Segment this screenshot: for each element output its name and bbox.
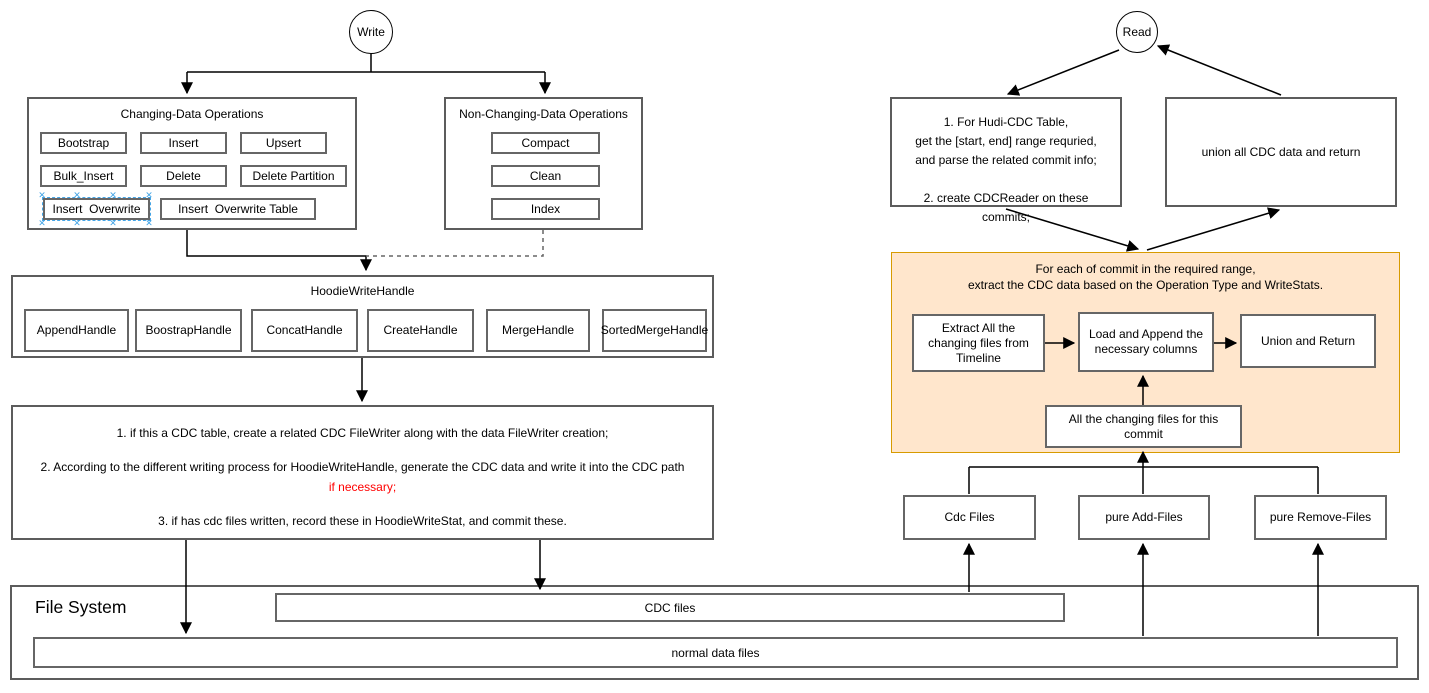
op-delete[interactable]: Delete <box>140 165 227 187</box>
changing-data-operations-title: Changing-Data Operations <box>120 107 264 121</box>
cdc-files-bar[interactable]: CDC files <box>275 593 1065 622</box>
changing-files-for-commit-box[interactable]: All the changing files for this commit <box>1045 405 1242 448</box>
read-entry-node[interactable]: Read <box>1116 11 1158 53</box>
per-commit-title-line1: For each of commit in the required range… <box>1035 262 1256 276</box>
op-insert-overwrite-table[interactable]: Insert Overwrite Table <box>160 198 316 220</box>
read-entry-label: Read <box>1122 25 1152 39</box>
per-commit-title-line2: extract the CDC data based on the Operat… <box>967 278 1324 292</box>
cdc-write-step-3: 3. if has cdc files written, record thes… <box>158 514 567 528</box>
read-plan-line: 2. create CDCReader on these <box>923 191 1089 205</box>
op-insert-overwrite-selected[interactable]: Insert Overwrite <box>42 197 151 221</box>
selection-handle-icon[interactable] <box>109 191 117 199</box>
op-delete-partition[interactable]: Delete Partition <box>240 165 347 187</box>
union-and-return-box[interactable]: Union and Return <box>1240 314 1376 368</box>
read-plan-line: and parse the related commit info; <box>915 153 1097 167</box>
pure-add-files-group-box[interactable]: pure Add-Files <box>1078 495 1210 540</box>
cdc-files-bar-label: CDC files <box>644 600 696 615</box>
read-to-plan-arrow <box>1006 49 1120 96</box>
read-plan-line: 1. For Hudi-CDC Table, <box>943 115 1069 129</box>
cdc-write-step-1: 1. if this a CDC table, create a related… <box>116 426 609 440</box>
op-clean[interactable]: Clean <box>491 165 600 187</box>
handle-create[interactable]: CreateHandle <box>367 309 474 352</box>
selection-handle-icon[interactable] <box>73 219 81 227</box>
selection-handle-icon[interactable] <box>145 219 153 227</box>
selection-handle-icon[interactable] <box>38 191 46 199</box>
read-plan-line: get the [start, end] range requried, <box>915 134 1097 148</box>
cdc-write-steps-box[interactable]: 1. if this a CDC table, create a related… <box>11 405 714 540</box>
handle-concat[interactable]: ConcatHandle <box>251 309 358 352</box>
selection-handle-icon[interactable] <box>38 219 46 227</box>
cdc-write-step-2-highlight: if necessary; <box>328 480 397 494</box>
op-index[interactable]: Index <box>491 198 600 220</box>
handle-boostrap[interactable]: BoostrapHandle <box>135 309 242 352</box>
selection-handle-icon[interactable] <box>109 219 117 227</box>
normal-data-files-bar[interactable]: normal data files <box>33 637 1398 668</box>
changing-data-operations-box[interactable]: Changing-Data Operations Bootstrap Inser… <box>27 97 357 230</box>
op-insert[interactable]: Insert <box>140 132 227 154</box>
nonchanging-to-handle-dashed-line <box>366 230 544 257</box>
file-groups-branch-line <box>968 466 1319 494</box>
union-all-cdc-label: union all CDC data and return <box>1201 145 1361 159</box>
union-all-cdc-box[interactable]: union all CDC data and return <box>1165 97 1397 207</box>
non-changing-data-operations-box[interactable]: Non-Changing-Data Operations Compact Cle… <box>444 97 643 230</box>
handle-sorted-merge[interactable]: SortedMergeHandle <box>601 309 708 352</box>
read-plan-line: commits; <box>982 210 1030 224</box>
op-bootstrap[interactable]: Bootstrap <box>40 132 127 154</box>
load-append-columns-box[interactable]: Load and Append the necessary columns <box>1078 312 1214 372</box>
selection-handle-icon[interactable] <box>73 191 81 199</box>
cdc-write-step-2-text: 2. According to the different writing pr… <box>40 460 685 474</box>
selection-handle-icon[interactable] <box>145 191 153 199</box>
op-upsert[interactable]: Upsert <box>240 132 327 154</box>
union-to-read-arrow <box>1156 44 1282 96</box>
percommit-to-union-arrow <box>1146 207 1281 251</box>
pure-remove-files-group-box[interactable]: pure Remove-Files <box>1254 495 1387 540</box>
hoodie-write-handle-box[interactable]: HoodieWriteHandle AppendHandle BoostrapH… <box>11 275 714 358</box>
write-entry-label: Write <box>357 25 385 39</box>
normal-data-files-bar-label: normal data files <box>671 645 760 660</box>
read-plan-box[interactable]: 1. For Hudi-CDC Table, get the [start, e… <box>890 97 1122 224</box>
write-entry-node[interactable]: Write <box>349 10 393 54</box>
cdc-files-group-box[interactable]: Cdc Files <box>903 495 1036 540</box>
cdc-write-step-2: 2. According to the different writing pr… <box>37 457 688 497</box>
handle-append[interactable]: AppendHandle <box>24 309 129 352</box>
file-system-title: File System <box>35 597 127 617</box>
non-changing-data-operations-title: Non-Changing-Data Operations <box>459 107 628 121</box>
op-bulk-insert[interactable]: Bulk_Insert <box>40 165 127 187</box>
hoodie-write-handle-title: HoodieWriteHandle <box>310 284 415 298</box>
op-compact[interactable]: Compact <box>491 132 600 154</box>
extract-changing-files-box[interactable]: Extract All the changing files from Time… <box>912 314 1045 372</box>
handle-merge[interactable]: MergeHandle <box>486 309 590 352</box>
write-branch-line <box>187 54 545 73</box>
changing-to-handle-arrow <box>186 230 372 272</box>
read-plan-line <box>892 170 1120 189</box>
